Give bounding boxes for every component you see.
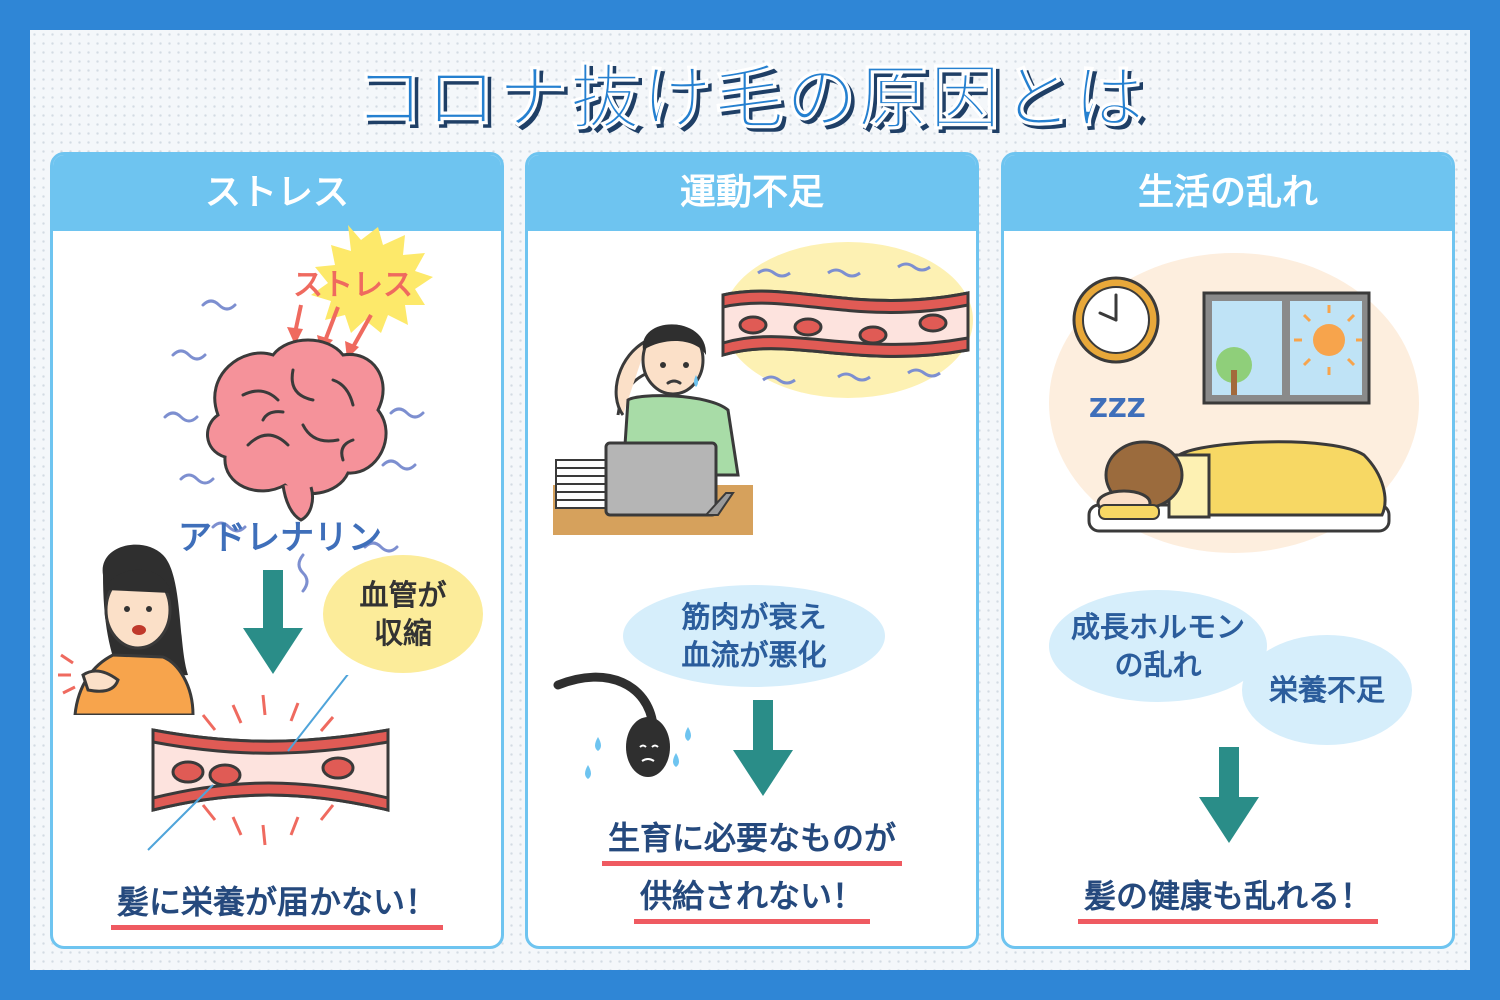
panel-stress: ストレス ストレス xyxy=(50,152,504,949)
clock-icon xyxy=(1072,276,1160,364)
result-text-line1: 生育に必要なものが xyxy=(528,813,976,866)
worried-woman-illustration xyxy=(58,544,195,715)
zzz-text: ZZZ xyxy=(1089,394,1146,424)
burst-text: ストレス xyxy=(293,268,413,303)
tremble-lines xyxy=(163,299,425,593)
constricted-vessel-illustration xyxy=(147,675,390,851)
brain-icon xyxy=(206,338,388,522)
down-arrow-icon xyxy=(1199,747,1259,843)
result-text-underlined: 髪に栄養が届かない！ xyxy=(110,883,443,930)
panel-heading: 運動不足 xyxy=(528,155,976,231)
brain-illustration: ストレス xyxy=(163,225,433,593)
constrict-lines xyxy=(201,694,335,846)
down-arrow-icon xyxy=(243,570,303,674)
laptop-icon xyxy=(604,441,718,517)
panel-exercise: 運動不足 xyxy=(525,152,979,949)
panel-lifestyle: 生活の乱れ ZZZ xyxy=(1001,152,1455,949)
sun-icon xyxy=(1294,305,1362,375)
sleeping-person-illustration: ZZZ xyxy=(1049,253,1419,553)
result-text-underlined: 生育に必要なものが xyxy=(601,819,902,866)
panel-heading: ストレス xyxy=(53,155,501,231)
nutrition-bubble: 栄養不足 xyxy=(1242,635,1412,745)
muscle-blood-bubble: 筋肉が衰え 血流が悪化 xyxy=(623,585,885,687)
hair-strand-illustration xyxy=(553,672,691,779)
panel-heading: 生活の乱れ xyxy=(1004,155,1452,231)
result-text-line2: 供給されない！ xyxy=(528,871,976,924)
desk-worker-illustration xyxy=(553,242,973,535)
stress-burst-icon xyxy=(311,225,433,333)
page-title: コロナ抜け毛の原因とは xyxy=(354,57,1146,140)
result-text: 髪の健康も乱れる！ xyxy=(1004,871,1452,924)
hormone-label: アドレナリン xyxy=(178,518,382,558)
result-text-underlined: 髪の健康も乱れる！ xyxy=(1077,877,1378,924)
down-arrow-icon xyxy=(733,700,793,796)
vessel-constrict-bubble: 血管が 収縮 xyxy=(323,555,483,673)
futon-icon xyxy=(1177,440,1387,517)
window-icon xyxy=(1202,291,1371,405)
result-text-underlined: 供給されない！ xyxy=(633,877,870,924)
vessel-icon xyxy=(721,262,970,385)
result-text: 髪に栄養が届かない！ xyxy=(53,877,501,930)
hormone-bubble: 成長ホルモン の乱れ xyxy=(1049,590,1267,702)
